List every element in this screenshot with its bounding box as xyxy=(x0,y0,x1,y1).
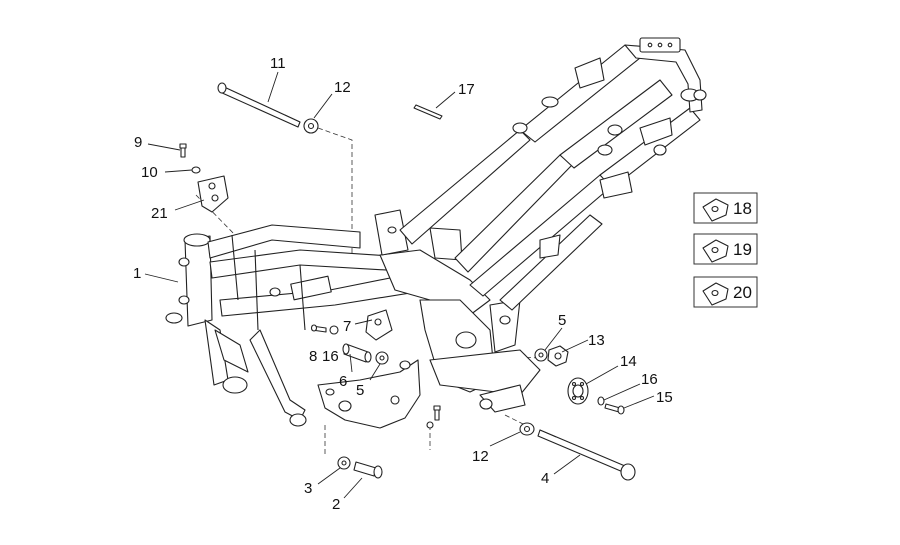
part-12-washer-bottom xyxy=(519,422,535,436)
part-3-washer xyxy=(337,456,351,470)
clip-nut-icon xyxy=(702,282,729,306)
part-10-washer xyxy=(191,166,201,174)
part-21-bracket xyxy=(197,175,229,213)
part-15-screw xyxy=(604,403,625,415)
callout-9: 9 xyxy=(134,134,142,151)
legend-item-18: 18 xyxy=(693,192,758,224)
part-12-washer-top xyxy=(303,118,319,134)
callout-12-bottom: 12 xyxy=(472,448,489,465)
legend-label-19: 19 xyxy=(733,240,752,259)
main-frame xyxy=(165,37,707,427)
part-16-washer-left xyxy=(329,325,339,335)
legend-label-20: 20 xyxy=(733,283,752,302)
clip-nut-icon xyxy=(702,239,729,263)
callout-12-top: 12 xyxy=(334,79,351,96)
engine-mount-bracket xyxy=(317,359,421,429)
callout-14: 14 xyxy=(620,353,637,370)
part-4-long-bolt xyxy=(537,429,636,481)
callout-17: 17 xyxy=(458,81,475,98)
callout-labels: 11 12 17 9 10 21 1 7 8 16 6 5 5 13 14 16… xyxy=(133,55,673,513)
callout-2: 2 xyxy=(332,496,340,513)
leader-lines xyxy=(144,71,655,499)
part-9-screw xyxy=(179,143,187,158)
clip-nut-icon xyxy=(702,198,729,222)
part-14-damper xyxy=(567,377,589,405)
callout-16-right: 16 xyxy=(641,371,658,388)
callout-1: 1 xyxy=(133,265,141,282)
part-7-plate xyxy=(365,309,393,341)
callout-8: 8 xyxy=(309,348,317,365)
callout-6: 6 xyxy=(339,373,347,390)
callout-5-left: 5 xyxy=(356,382,364,399)
part-2-bolt xyxy=(353,461,383,479)
part-5-washer-left xyxy=(375,351,389,365)
callout-16-left: 16 xyxy=(322,348,339,365)
callout-15: 15 xyxy=(656,389,673,406)
legend-label-18: 18 xyxy=(733,199,752,218)
legend-item-20: 20 xyxy=(693,276,758,308)
callout-3: 3 xyxy=(304,480,312,497)
part-13-nut xyxy=(547,345,569,367)
part-17-pin xyxy=(413,104,443,120)
callout-4: 4 xyxy=(541,470,549,487)
part-11-long-bolt xyxy=(217,82,301,128)
part-6-spacer xyxy=(342,343,372,363)
legend-item-19: 19 xyxy=(693,233,758,265)
callout-10: 10 xyxy=(141,164,158,181)
part-8-screw xyxy=(310,324,327,333)
callout-5-right: 5 xyxy=(558,312,566,329)
part-16-washer-right xyxy=(597,396,605,406)
callout-7: 7 xyxy=(343,318,351,335)
callout-13: 13 xyxy=(588,332,605,349)
callout-11: 11 xyxy=(270,55,286,72)
callout-21: 21 xyxy=(151,205,168,222)
small-bolt-center xyxy=(426,405,441,429)
part-5-washer-right xyxy=(534,348,548,362)
